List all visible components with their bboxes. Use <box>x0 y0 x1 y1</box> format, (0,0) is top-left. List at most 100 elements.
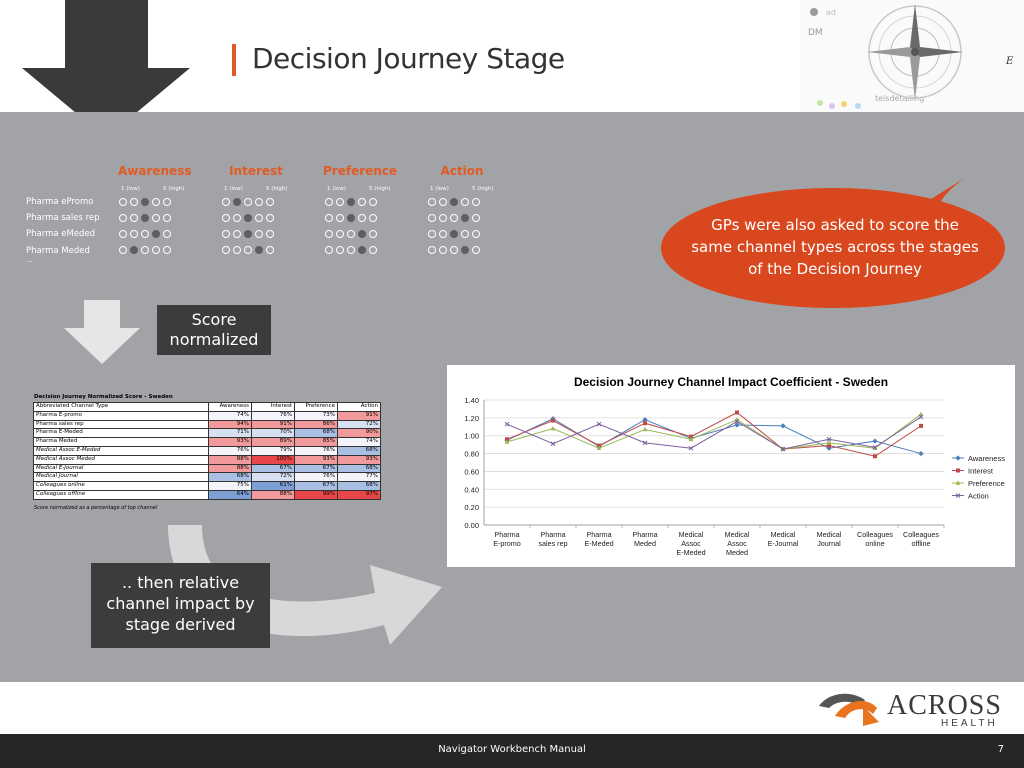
survey-row-label: Pharma eMeded <box>26 229 96 239</box>
table-header-cell: Preference <box>294 402 338 412</box>
table-cell: 93% <box>294 454 338 465</box>
light-down-arrow <box>64 300 140 364</box>
data-point <box>505 437 509 442</box>
rating-dot <box>461 214 469 222</box>
table-cell: 90% <box>337 428 381 439</box>
table-row-label: Medical Assoc E-Meded <box>33 445 209 456</box>
rating-dot <box>369 246 377 254</box>
rating-dot <box>222 198 230 206</box>
rating-dots <box>428 214 480 222</box>
rating-dot <box>472 198 480 206</box>
rating-dots <box>222 230 274 238</box>
rating-dot <box>461 230 469 238</box>
rating-dot <box>141 246 149 254</box>
footer-bar: Navigator Workbench Manual 7 <box>0 734 1024 768</box>
rating-dots <box>428 246 480 254</box>
table-cell: 88% <box>208 454 252 465</box>
rating-dot <box>472 230 480 238</box>
table-cell: 76% <box>208 445 252 456</box>
rating-dot <box>233 198 241 206</box>
norm-table-footnote: Score normalized as a percentage of top … <box>34 505 158 511</box>
series-line-interest <box>506 411 922 457</box>
rating-dot <box>439 198 447 206</box>
legend-label: Action <box>968 492 989 501</box>
data-point <box>688 436 694 442</box>
rating-dot <box>428 230 436 238</box>
rating-dot <box>358 230 366 238</box>
table-row-label: Colleagues online <box>33 481 209 491</box>
rating-dot <box>428 198 436 206</box>
table-cell: 73% <box>294 410 338 421</box>
rating-dot <box>347 214 355 222</box>
rating-dot <box>244 198 252 206</box>
rating-dots <box>325 230 377 238</box>
table-cell: 85% <box>294 437 338 447</box>
table-cell: 100% <box>251 454 295 465</box>
rating-dot <box>358 246 366 254</box>
rating-dot <box>163 198 171 206</box>
page-number: 7 <box>997 744 1004 755</box>
rating-dots <box>325 198 377 206</box>
rating-dot <box>130 230 138 238</box>
rating-dot <box>152 198 160 206</box>
stage-header-awareness: Awareness <box>118 164 192 178</box>
rating-dot <box>461 198 469 206</box>
rating-dot <box>233 214 241 222</box>
rating-dot <box>255 230 263 238</box>
impact-box-line2: channel impact by <box>106 594 255 613</box>
data-point <box>734 419 740 424</box>
rating-dots <box>119 246 171 254</box>
data-point <box>872 438 878 444</box>
rating-dot <box>347 198 355 206</box>
score-normalized-box: Score normalized <box>157 305 271 355</box>
rating-dot <box>141 214 149 222</box>
y-tick-label: 0.80 <box>464 450 479 459</box>
rating-dot <box>141 230 149 238</box>
table-header-cell: Abbreviated Channel Type <box>33 402 209 412</box>
table-row-label: Medical Journal <box>33 472 209 483</box>
rating-dots <box>325 246 377 254</box>
table-cell: 91% <box>251 419 295 430</box>
data-point <box>504 421 510 427</box>
rating-dot <box>325 230 333 238</box>
rating-dot <box>450 230 458 238</box>
scale-high-interest: 5 (high) <box>266 186 288 192</box>
table-cell: 75% <box>208 481 252 491</box>
table-cell: 67% <box>294 481 338 491</box>
bubble-text: GPs were also asked to score the same ch… <box>691 216 979 278</box>
data-point <box>826 436 832 442</box>
stage-header-preference: Preference <box>323 164 398 178</box>
y-tick-label: 0.20 <box>464 503 479 512</box>
data-point <box>504 439 510 444</box>
rating-dot <box>428 214 436 222</box>
rating-dot <box>233 230 241 238</box>
rating-dot <box>119 230 127 238</box>
table-cell: 94% <box>208 419 252 430</box>
rating-dot <box>119 246 127 254</box>
rating-dot <box>266 198 274 206</box>
rating-dot <box>450 198 458 206</box>
table-cell: 68% <box>337 445 381 456</box>
rating-dot <box>163 214 171 222</box>
rating-dots <box>119 198 171 206</box>
table-row-label: Medical Assoc Meded <box>33 454 209 465</box>
logo-sub: HEALTH <box>941 718 998 728</box>
table-cell: 61% <box>251 481 295 491</box>
compass-label-ad: ad <box>826 8 836 17</box>
table-row-label: Colleagues offline <box>33 489 209 500</box>
table-cell: 76% <box>294 472 338 483</box>
rating-dot <box>119 214 127 222</box>
rating-dot <box>222 230 230 238</box>
rating-dot <box>450 214 458 222</box>
scale-low-interest: 1 (low) <box>224 186 243 192</box>
